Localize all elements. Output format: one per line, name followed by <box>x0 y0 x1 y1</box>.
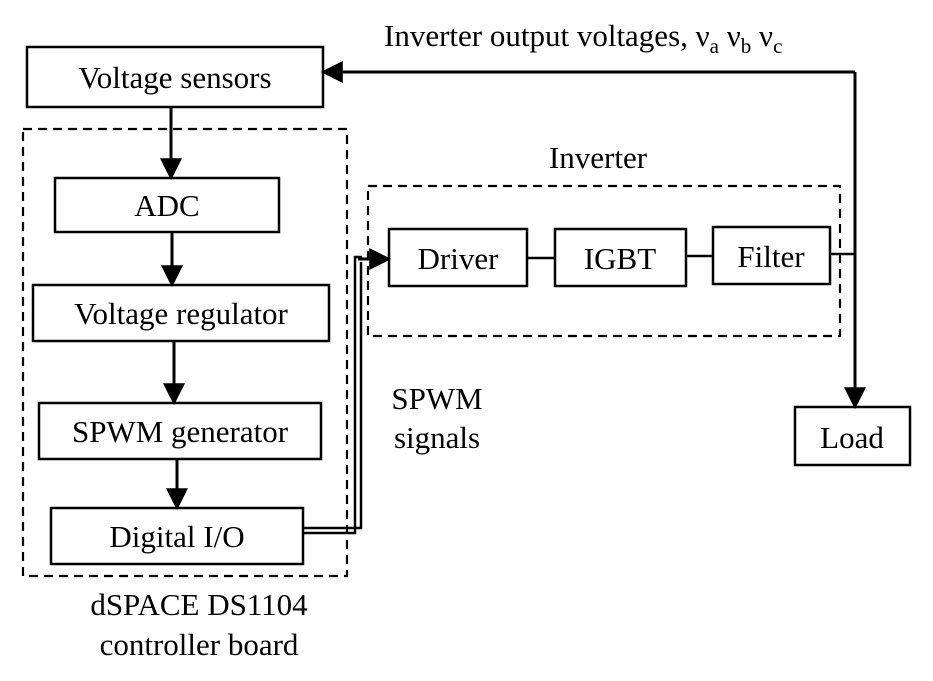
filter-label: Filter <box>737 239 805 274</box>
voltage-sensors-block: Voltage sensors <box>25 45 325 109</box>
adc-label: ADC <box>134 188 199 223</box>
igbt-label: IGBT <box>584 241 656 276</box>
inverter-group-label: Inverter <box>549 140 648 175</box>
voltage-regulator-label: Voltage regulator <box>74 296 288 331</box>
igbt-block: IGBT <box>553 227 688 288</box>
spwm-signals-label-line2: signals <box>394 420 480 455</box>
spwm-signals-label-line1: SPWM <box>391 381 482 416</box>
spwm-generator-block: SPWM generator <box>37 401 323 461</box>
filter-block: Filter <box>711 225 832 286</box>
load-label: Load <box>820 420 884 455</box>
digital-io-block: Digital I/O <box>49 506 305 566</box>
spwm-signal-line-inner <box>303 262 363 530</box>
controller-board-label-line1: dSPACE DS1104 <box>90 587 308 622</box>
controller-board-label-line2: controller board <box>100 627 299 662</box>
controller-board-group <box>21 127 349 578</box>
inverter-group <box>366 184 842 338</box>
adc-block: ADC <box>53 176 281 234</box>
voltage-sensors-label: Voltage sensors <box>78 60 271 95</box>
load-block: Load <box>793 405 912 467</box>
driver-block: Driver <box>387 227 529 288</box>
voltage-regulator-block: Voltage regulator <box>31 283 331 343</box>
digital-io-label: Digital I/O <box>109 519 244 554</box>
spwm-signal-line-outer <box>303 255 362 535</box>
spwm-generator-label: SPWM generator <box>72 414 289 449</box>
inverter-output-voltages-label: Inverter output voltages, νa νb νc <box>384 18 782 58</box>
driver-label: Driver <box>418 241 500 276</box>
